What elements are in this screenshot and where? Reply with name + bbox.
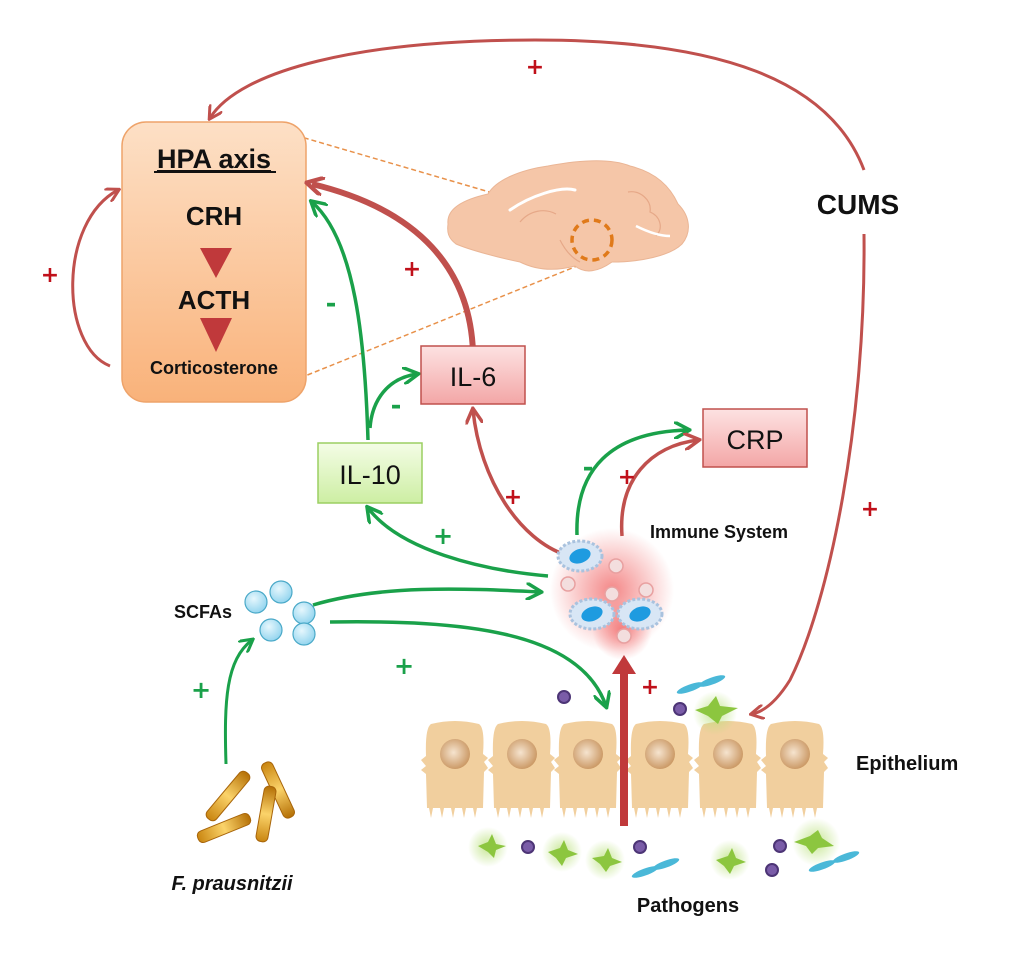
cell-nucleus bbox=[573, 739, 603, 769]
epithelium-layer bbox=[421, 721, 828, 818]
immune-cell bbox=[556, 539, 604, 573]
sign-fp-to-scfas: + bbox=[191, 676, 211, 704]
epithelial-cell bbox=[694, 721, 761, 818]
scfas-label: SCFAs bbox=[174, 602, 232, 622]
arrow-il10-to-hpa bbox=[312, 202, 370, 441]
arrow-cums-to-epithelium bbox=[752, 233, 866, 714]
epithelium-label: Epithelium bbox=[856, 753, 958, 775]
arrow-cums-to-hpa bbox=[210, 38, 866, 171]
cell-nucleus bbox=[507, 739, 537, 769]
crp-label: CRP bbox=[726, 425, 783, 455]
hpa-axis-title: HPA axis bbox=[157, 144, 271, 174]
immune-cell bbox=[568, 597, 616, 631]
epithelial-cell bbox=[421, 721, 488, 818]
arrow-fp-to-scfas bbox=[223, 640, 252, 765]
cums-label: CUMS bbox=[817, 189, 899, 220]
hpa-down-arrow-2 bbox=[200, 318, 232, 352]
arrow-immune-to-crp-green bbox=[575, 430, 688, 536]
sign-immune-to-il10: + bbox=[433, 522, 453, 550]
sign-hpa-feedback: + bbox=[41, 263, 59, 288]
brain-illustration bbox=[447, 160, 689, 272]
pathogens-lower bbox=[468, 818, 860, 880]
il6-node: IL-6 bbox=[420, 345, 526, 405]
arrow-il10-to-il6 bbox=[368, 374, 417, 429]
arrow-immune-to-il10 bbox=[368, 508, 549, 578]
sign-pathogens-to-immune: + bbox=[641, 675, 659, 700]
cell-nucleus bbox=[713, 739, 743, 769]
immune-cell bbox=[616, 597, 664, 631]
arrow-scfas-to-immune bbox=[312, 589, 540, 607]
il10-node: IL-10 bbox=[317, 442, 423, 504]
sign-scfas-to-epithelium: + bbox=[394, 652, 414, 680]
sign-immune-to-crp-red: + bbox=[618, 465, 636, 490]
epithelial-cell bbox=[761, 721, 828, 818]
epithelial-cell bbox=[488, 721, 555, 818]
sign-il6-to-hpa: + bbox=[403, 257, 421, 282]
hpa-step-corticosterone: Corticosterone bbox=[150, 358, 278, 378]
f-prausnitzii-bacteria bbox=[196, 761, 295, 844]
arrow-immune-to-crp-red bbox=[619, 440, 698, 537]
sign-cums-to-hpa: + bbox=[526, 55, 544, 80]
arrowhead-pathogens-to-immune bbox=[612, 655, 636, 674]
il10-label: IL-10 bbox=[339, 460, 401, 490]
arrow-il6-to-hpa bbox=[312, 184, 476, 353]
immune-system-label: Immune System bbox=[650, 522, 788, 542]
hypothalamus-highlight-circle bbox=[570, 218, 614, 262]
epithelial-cell bbox=[554, 721, 621, 818]
hpa-axis-box: HPA axis CRH ACTH Corticosterone bbox=[121, 121, 307, 403]
sign-immune-to-crp-green: - bbox=[583, 453, 594, 483]
sign-il10-to-il6: - bbox=[391, 391, 402, 421]
arrow-immune-to-il6 bbox=[473, 410, 567, 557]
il6-label: IL-6 bbox=[450, 362, 497, 392]
pathogens-upper bbox=[557, 675, 738, 735]
sign-immune-to-il6: + bbox=[504, 485, 522, 510]
cell-nucleus bbox=[645, 739, 675, 769]
hpa-step-crh: CRH bbox=[186, 201, 242, 231]
sign-cums-to-epithelium: + bbox=[861, 497, 879, 522]
zoom-guide-line-bottom bbox=[299, 259, 593, 379]
hpa-step-acth: ACTH bbox=[178, 285, 250, 315]
epithelial-cell bbox=[626, 721, 693, 818]
sign-il10-to-hpa: - bbox=[326, 289, 337, 319]
hpa-down-arrow-1 bbox=[200, 248, 232, 278]
cell-nucleus bbox=[780, 739, 810, 769]
arrow-hpa-feedback bbox=[71, 190, 118, 368]
scfa-molecules bbox=[244, 580, 316, 646]
f-prausnitzii-label: F. prausnitzii bbox=[171, 873, 293, 895]
cell-nucleus bbox=[440, 739, 470, 769]
pathogens-label: Pathogens bbox=[637, 895, 739, 917]
crp-node: CRP bbox=[702, 408, 808, 468]
arrow-scfas-to-epithelium bbox=[329, 620, 606, 706]
immune-cells-cluster bbox=[550, 528, 674, 660]
